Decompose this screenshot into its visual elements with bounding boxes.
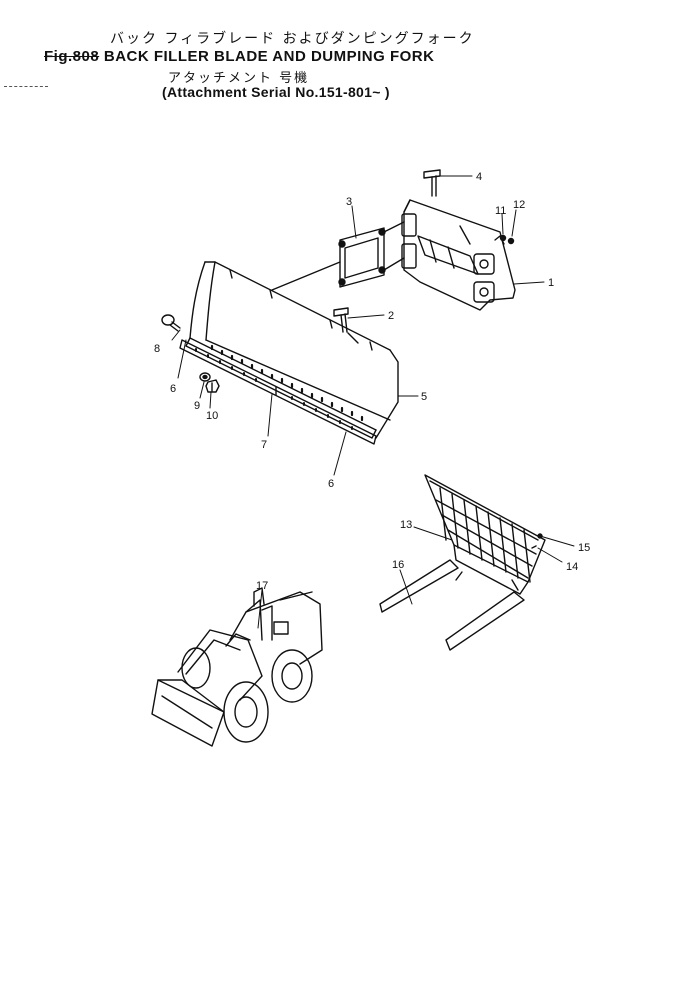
figure-number: Fig.808 — [44, 48, 100, 65]
callout-11: 11 — [495, 205, 506, 217]
serial-note: (Attachment Serial No.151-801~ ) — [162, 84, 390, 100]
part-bolt — [161, 314, 181, 332]
part-dumping-fork — [379, 474, 546, 651]
callout-8a: 8 — [154, 343, 160, 355]
part-cutting-edge — [179, 339, 377, 445]
part-pin-top — [423, 169, 441, 197]
callout-1: 1 — [548, 277, 554, 289]
figure-title: Fig.808 BACK FILLER BLADE AND DUMPING FO… — [44, 48, 434, 65]
callout-9: 9 — [194, 400, 200, 412]
callout-6a: 6 — [170, 383, 176, 395]
callout-4: 4 — [476, 171, 482, 183]
callout-17: 17 — [256, 580, 268, 592]
callout-2: 2 — [388, 310, 394, 322]
title-japanese-line2: アタッチメント 号機 — [168, 71, 310, 86]
part-nut — [205, 379, 220, 393]
callout-13: 13 — [400, 519, 412, 531]
callout-7: 7 — [261, 439, 267, 451]
assembly-line — [347, 332, 359, 344]
callout-5: 5 — [421, 391, 427, 403]
part-mounting-frame — [401, 199, 516, 311]
part-pin-middle — [333, 307, 349, 333]
part-link-plate — [338, 221, 405, 288]
callout-labels: 1 2 3 4 5 6 6 7 8 9 10 11 12 13 14 15 16… — [154, 171, 590, 592]
part-blade — [185, 261, 399, 439]
leader-dash — [4, 86, 48, 87]
leader-lines — [171, 175, 575, 629]
callout-10: 10 — [206, 410, 218, 422]
title-japanese-line1: バック フィラブレード およびダンピングフォーク — [110, 31, 475, 47]
wheel-loader-illustration — [151, 587, 323, 747]
callout-15: 15 — [578, 542, 590, 554]
callout-3: 3 — [346, 196, 352, 208]
callout-12: 12 — [513, 199, 525, 211]
part-washer — [199, 372, 211, 382]
callout-6b: 6 — [328, 478, 334, 490]
assembly-line — [271, 261, 341, 291]
figure-title-text: BACK FILLER BLADE AND DUMPING FORK — [103, 48, 435, 65]
callout-14: 14 — [566, 561, 578, 573]
callout-16: 16 — [392, 559, 404, 571]
